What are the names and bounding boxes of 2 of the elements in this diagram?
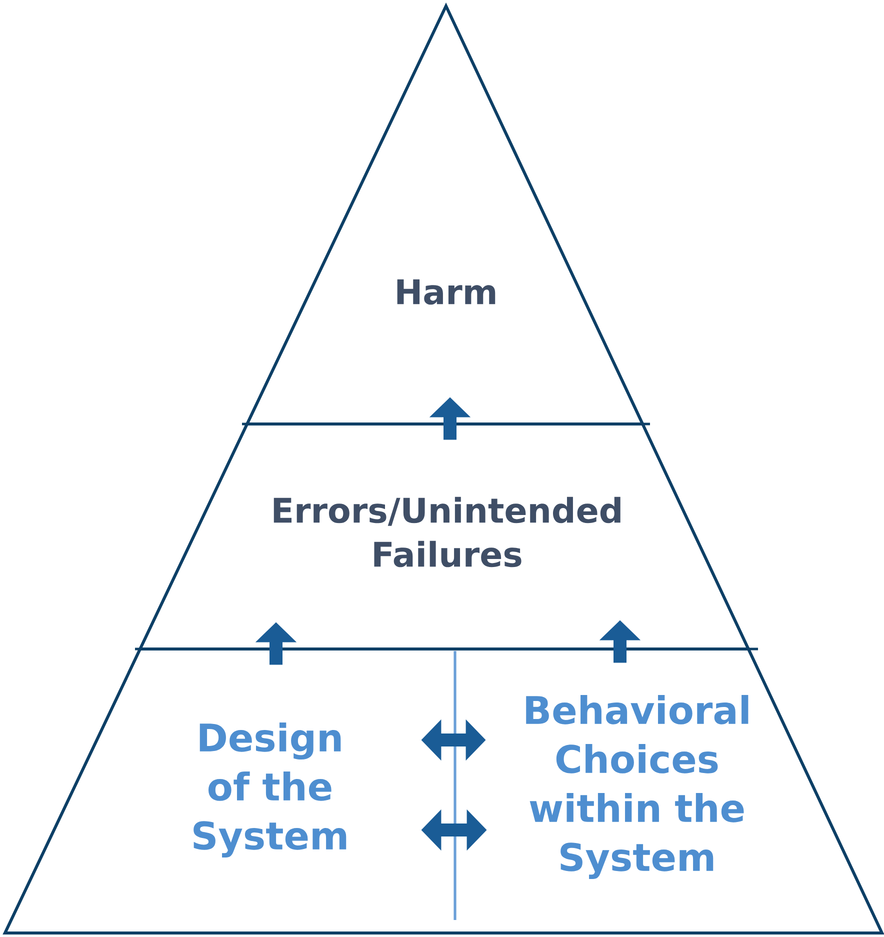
pyramid-layer: Behavioral Choices within the System: [455, 648, 884, 934]
pyramid-layer: Design of the System: [2, 648, 455, 934]
